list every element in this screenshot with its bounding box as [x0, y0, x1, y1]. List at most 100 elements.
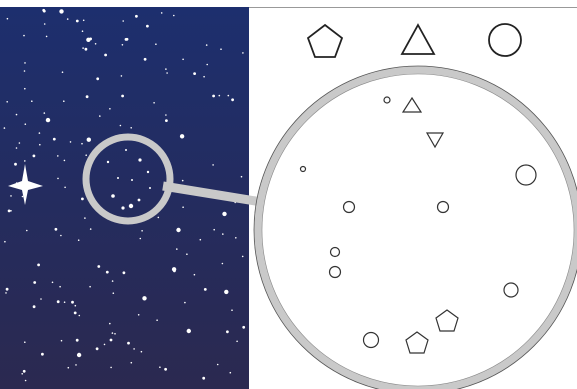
- star: [230, 372, 232, 374]
- star: [112, 332, 114, 334]
- star: [121, 95, 124, 98]
- star: [141, 351, 143, 353]
- star: [206, 44, 208, 46]
- star: [104, 344, 106, 346]
- star: [33, 281, 36, 284]
- star: [106, 271, 109, 274]
- star: [43, 10, 46, 13]
- star: [182, 59, 184, 61]
- star: [213, 229, 215, 231]
- star: [4, 241, 6, 243]
- star: [60, 235, 62, 237]
- star: [202, 377, 205, 380]
- star: [242, 326, 245, 329]
- star: [107, 161, 109, 163]
- star: [46, 36, 48, 38]
- star: [182, 180, 184, 182]
- star: [153, 102, 155, 104]
- star: [24, 62, 26, 64]
- star: [123, 271, 126, 274]
- star: [81, 198, 84, 201]
- star: [114, 333, 116, 335]
- star: [113, 292, 115, 294]
- star: [156, 319, 158, 321]
- star: [31, 100, 33, 102]
- star: [14, 163, 17, 166]
- star: [111, 194, 115, 198]
- star: [40, 298, 42, 300]
- star: [16, 147, 18, 149]
- star: [55, 228, 58, 231]
- star: [176, 228, 180, 232]
- star: [77, 353, 81, 357]
- star: [67, 18, 69, 20]
- star: [22, 196, 24, 198]
- star: [79, 315, 81, 317]
- star: [110, 339, 113, 342]
- star: [226, 330, 229, 333]
- star: [121, 75, 123, 77]
- star: [59, 286, 61, 288]
- star: [187, 329, 191, 333]
- star: [120, 125, 122, 127]
- star: [231, 98, 234, 101]
- star: [158, 217, 160, 219]
- star: [21, 373, 23, 375]
- star: [217, 364, 219, 366]
- star: [126, 38, 129, 41]
- star: [44, 23, 46, 25]
- star: [24, 70, 26, 72]
- star: [206, 64, 208, 66]
- star: [62, 71, 64, 73]
- star: [164, 368, 167, 371]
- star: [184, 302, 186, 304]
- star: [76, 339, 79, 342]
- star: [96, 347, 99, 350]
- star: [81, 143, 83, 145]
- star: [75, 305, 77, 307]
- star: [194, 274, 196, 276]
- star: [23, 35, 25, 37]
- star: [71, 301, 74, 304]
- star: [222, 233, 224, 235]
- star: [84, 217, 86, 219]
- star: [220, 48, 222, 50]
- star: [219, 95, 221, 97]
- star: [144, 58, 147, 61]
- star: [24, 160, 26, 162]
- star: [82, 30, 84, 32]
- star: [24, 341, 26, 343]
- star: [109, 108, 111, 110]
- star: [186, 253, 188, 255]
- star: [117, 177, 119, 179]
- star: [165, 68, 167, 70]
- star: [121, 206, 124, 209]
- star: [138, 314, 140, 316]
- star: [235, 237, 237, 239]
- star: [25, 123, 27, 125]
- star: [165, 114, 167, 116]
- star: [129, 204, 133, 208]
- star: [46, 118, 50, 122]
- star: [130, 127, 132, 129]
- star: [7, 18, 9, 20]
- star: [97, 265, 100, 268]
- star: [131, 179, 133, 181]
- star: [228, 95, 230, 97]
- star: [146, 25, 149, 28]
- star: [133, 348, 135, 350]
- star: [52, 282, 54, 284]
- star: [135, 15, 138, 18]
- star: [242, 256, 244, 258]
- star: [180, 134, 184, 138]
- star: [39, 132, 41, 134]
- star: [25, 380, 27, 382]
- star: [63, 100, 65, 102]
- star: [78, 239, 80, 241]
- star: [96, 77, 99, 80]
- star: [10, 195, 12, 197]
- star: [172, 267, 176, 271]
- star: [140, 238, 142, 240]
- star: [125, 149, 127, 151]
